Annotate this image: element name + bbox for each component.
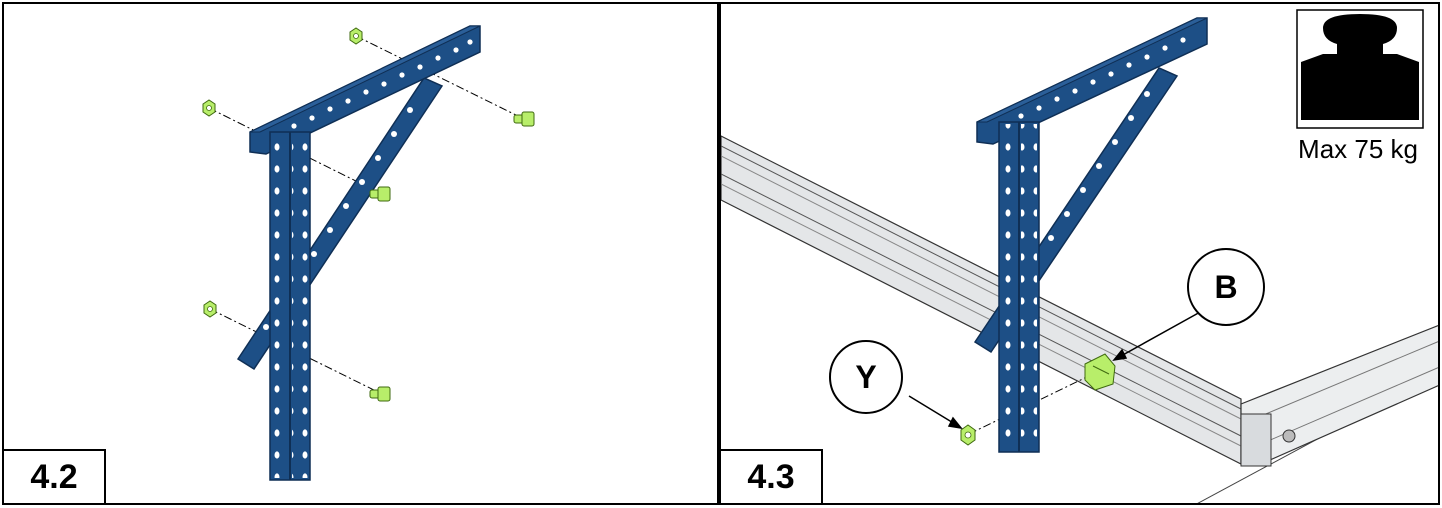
callout-leaders (908, 305, 1212, 430)
step-4-3-panel: Max 75 kg B Y 4.3 (719, 2, 1440, 505)
callout-b: B (1187, 248, 1265, 326)
weight-icon (1296, 9, 1424, 129)
weight-limit-label: Max 75 kg (1298, 134, 1418, 164)
bracket-exploded-illustration (202, 25, 535, 481)
nut-lower-left (203, 300, 217, 318)
nut-y (960, 424, 976, 446)
diagonal-brace (236, 77, 444, 371)
callout-y: Y (829, 340, 903, 414)
bracket-on-rail-illustration (721, 9, 1438, 503)
step-number-label: 4.2 (4, 449, 106, 503)
bolt-middle (369, 186, 391, 202)
bolt-bottom (369, 386, 391, 402)
bolt-top-right (513, 111, 535, 127)
nut-upper-left (202, 99, 216, 117)
rail-slider-b (1084, 353, 1116, 391)
wall-rail (721, 135, 1242, 465)
side-rail (1240, 324, 1438, 467)
step-number-label: 4.3 (721, 449, 823, 503)
nut-top (349, 27, 363, 45)
step-4-2-panel: 4.2 (2, 2, 719, 505)
